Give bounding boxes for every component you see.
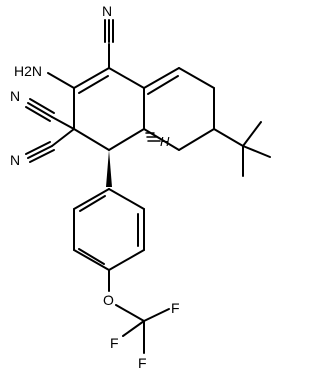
bond-c6-tbu xyxy=(213,128,244,147)
fluorine-upper-label: F xyxy=(171,300,180,316)
bond-o-cf3 xyxy=(115,304,145,322)
bond-ph-4-5 xyxy=(73,249,110,271)
bond-cn-lower-triple-1 xyxy=(27,145,53,159)
stereo-h-label: H xyxy=(160,134,170,149)
nitrogen-left-lower-label: N xyxy=(10,152,20,168)
fluorine-left-label: F xyxy=(110,335,119,351)
bond-c8a-c8 xyxy=(143,67,180,89)
nitrogen-top-label: N xyxy=(102,3,112,19)
structure-svg: N H2N N N H O xyxy=(10,3,271,371)
bond-ph-1-2 xyxy=(108,188,145,210)
bond-ph-6-1 xyxy=(73,188,110,210)
bond-ph-double-b xyxy=(78,248,105,265)
bond-c8a-c1 xyxy=(108,67,145,89)
bond-c-f-left xyxy=(122,320,145,337)
stereo-hash-bond-h xyxy=(145,132,161,142)
bond-c3-c4 xyxy=(73,128,110,151)
bond-c1-c2-double xyxy=(78,75,109,94)
oxygen-label: O xyxy=(103,292,114,308)
molecule-diagram: N H2N N N H O xyxy=(10,3,271,371)
bond-ph-double-c xyxy=(79,195,106,212)
bond-c1-c2 xyxy=(73,67,110,89)
bond-c-f-upper xyxy=(143,308,170,322)
bond-cn-upper-triple-1 xyxy=(27,102,53,118)
bond-c3-cn-lower xyxy=(51,128,75,147)
bond-c8-c8-double xyxy=(147,75,179,95)
stereo-wedge-bond-aryl xyxy=(106,150,112,187)
bond-cn-upper-triple-2 xyxy=(29,98,55,114)
bond-cn-lower-triple-3 xyxy=(29,149,55,163)
amino-label: H2N xyxy=(14,63,42,79)
bond-c3-cn-upper xyxy=(51,116,75,130)
bond-tbu-me-top xyxy=(242,121,262,147)
bond-c8-c7 xyxy=(178,67,215,89)
bond-c4-c4a xyxy=(108,128,145,151)
bond-c6-c5 xyxy=(178,128,215,151)
bond-cn-lower-triple-2 xyxy=(25,141,51,155)
nitrogen-left-upper-label: N xyxy=(10,88,20,104)
fluorine-lower-label: F xyxy=(138,355,147,371)
bond-cn-upper-triple-3 xyxy=(25,106,51,122)
bond-ph-3-4 xyxy=(108,249,145,271)
bond-c2-nh2 xyxy=(47,72,75,89)
bond-tbu-me-right xyxy=(242,145,271,158)
